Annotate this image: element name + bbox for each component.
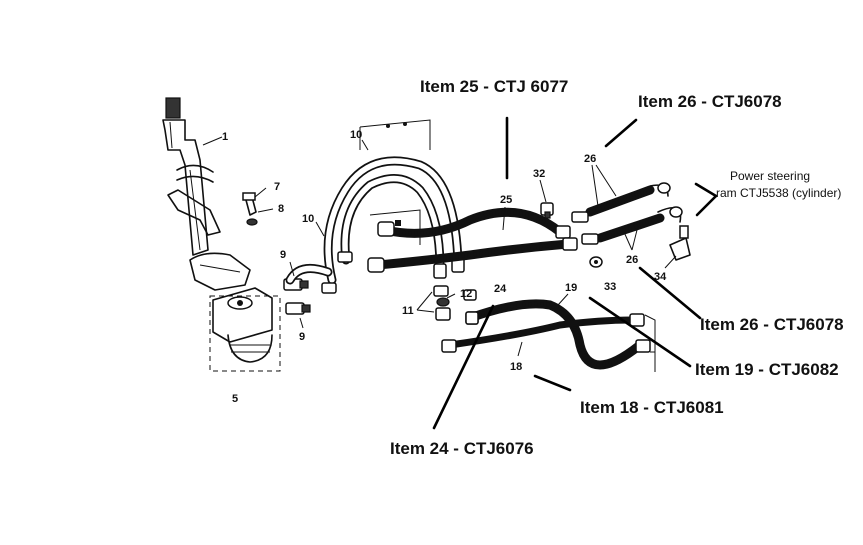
bolt-and-washer [242, 192, 258, 226]
hoses-18-19 [441, 299, 656, 372]
part-number-9-lower: 9 [299, 331, 305, 343]
ram-note-line-2: ram CTJ5538 (cylinder) [716, 186, 841, 200]
callout-labels: Item 25 - CTJ 6077 Item 26 - CTJ6078 Ite… [390, 77, 844, 458]
callout-item-25: Item 25 - CTJ 6077 [420, 77, 568, 96]
part-number-labels: 1 5 7 8 9 9 10 10 11 12 18 19 24 25 26 2… [222, 129, 667, 405]
part-number-10-lower: 10 [302, 213, 314, 225]
hoses-10 [285, 156, 465, 294]
steering-column [162, 97, 251, 291]
part-number-11: 11 [402, 305, 414, 317]
part-number-18: 18 [510, 361, 522, 373]
adaptor-fittings-9 [283, 278, 311, 315]
ram-note-line-1: Power steering [730, 169, 810, 183]
callout-item-26-top: Item 26 - CTJ6078 [638, 92, 782, 111]
callout-item-24: Item 24 - CTJ6076 [390, 439, 534, 458]
part-number-24: 24 [494, 283, 507, 295]
part-number-7: 7 [274, 181, 280, 193]
part-number-1: 1 [222, 131, 228, 143]
steering-valve [209, 287, 281, 372]
part-number-33: 33 [604, 281, 616, 293]
hoses-26 [571, 182, 683, 245]
part-number-9-upper: 9 [280, 249, 286, 261]
part-number-19: 19 [565, 282, 577, 294]
part-number-12: 12 [460, 288, 472, 300]
part-number-5: 5 [232, 393, 238, 405]
part-number-8: 8 [278, 203, 284, 215]
part-number-32: 32 [533, 168, 545, 180]
part-number-26-upper: 26 [584, 153, 596, 165]
callout-item-26-mid: Item 26 - CTJ6078 [700, 315, 844, 334]
leader-lines [202, 116, 718, 430]
part-number-34: 34 [654, 271, 667, 283]
callout-item-18: Item 18 - CTJ6081 [580, 398, 724, 417]
hoses-24-25 [367, 207, 578, 273]
part-number-10-upper: 10 [350, 129, 362, 141]
callout-item-19: Item 19 - CTJ6082 [695, 360, 839, 379]
fittings-32-33-34 [540, 202, 691, 268]
part-number-26-lower: 26 [626, 254, 638, 266]
part-number-25: 25 [500, 194, 512, 206]
